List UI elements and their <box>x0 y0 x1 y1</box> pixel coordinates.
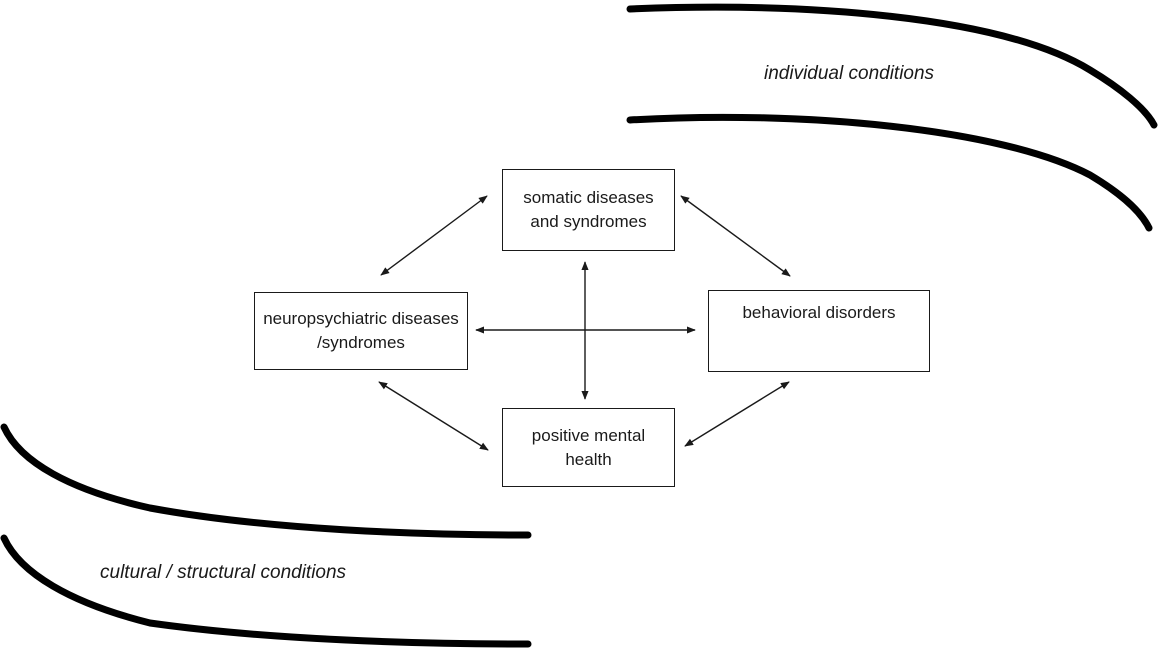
individual-conditions-upper-arc <box>626 3 1158 129</box>
neuropsychiatric-diseases-box: neuropsychiatric diseases /syndromes <box>254 292 468 370</box>
behavioral-disorders-box: behavioral disorders <box>708 290 930 372</box>
cultural-conditions-upper-arc <box>0 423 532 539</box>
cultural-conditions-lower-arc <box>0 534 532 648</box>
neuropsychiatric-diseases-label: neuropsychiatric diseases /syndromes <box>263 309 459 352</box>
positive-mental-health-label: positive mental health <box>531 425 646 469</box>
cultural-structural-conditions-label: cultural / structural conditions <box>100 562 347 583</box>
individual-conditions-lower-arc <box>626 113 1153 232</box>
arrow-somatic-behavioral <box>680 195 791 277</box>
positive-mental-health-box: positive mental health <box>502 408 675 487</box>
arrow-somatic-neuropsychiatric <box>380 195 488 276</box>
arrow-behavioral-positive <box>684 381 790 447</box>
individual-conditions-label: individual conditions <box>764 63 935 84</box>
somatic-diseases-label: somatic diseases and syndromes <box>523 188 654 231</box>
somatic-diseases-box: somatic diseases and syndromes <box>502 169 675 251</box>
arrow-neuropsychiatric-positive <box>378 381 489 451</box>
behavioral-disorders-label: behavioral disorders <box>742 303 896 322</box>
